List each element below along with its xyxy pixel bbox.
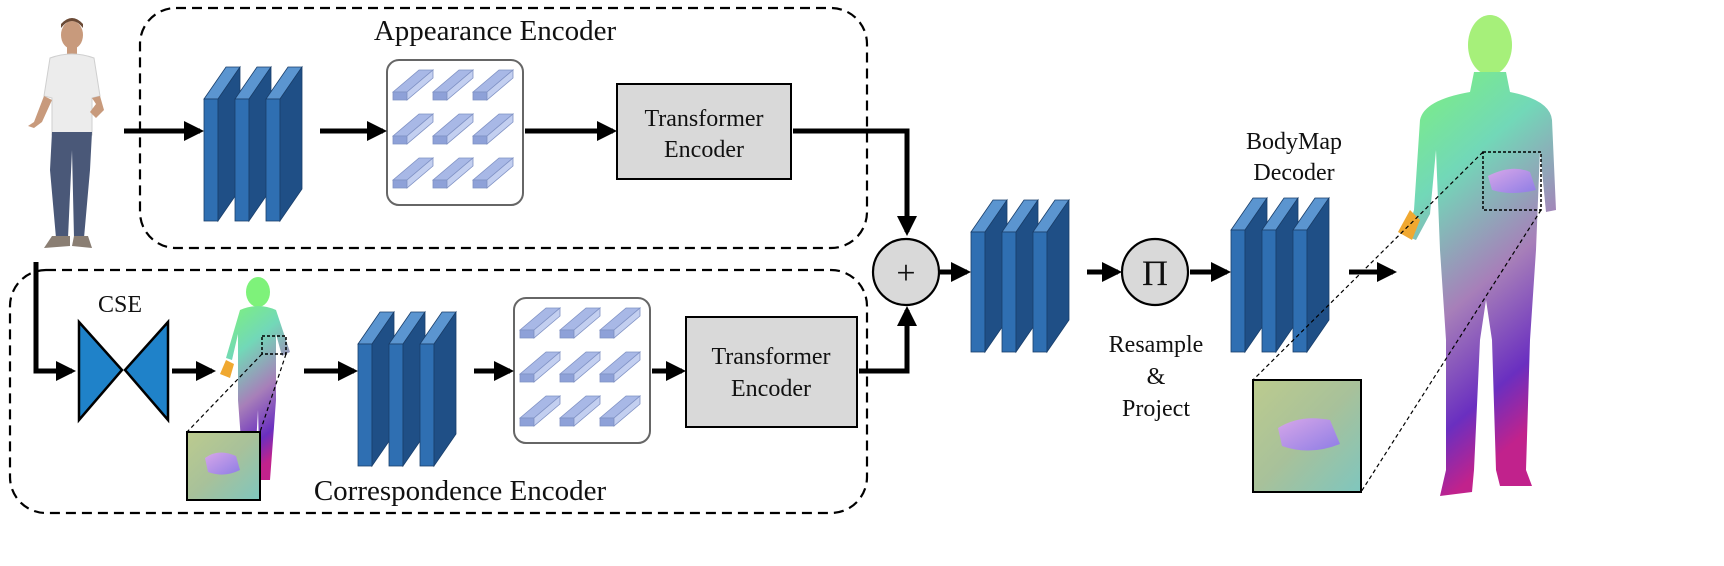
conv-layer-slab — [1292, 196, 1330, 354]
appearance-encoder-region — [138, 6, 869, 250]
patch-token — [431, 113, 475, 145]
correspondence-transformer-box — [685, 316, 858, 428]
appearance-transformer-label-line2: Encoder — [664, 137, 744, 163]
appearance-transformer-label-line1: Transformer — [644, 106, 763, 132]
appearance-conv-blocks — [203, 65, 303, 223]
decoder-title-line1: BodyMap — [1246, 129, 1342, 155]
resample-label-line1: Resample — [1109, 332, 1204, 358]
patch-token — [518, 351, 562, 383]
person-photo-icon — [28, 18, 104, 248]
correspondence-encoder-region — [8, 268, 869, 515]
colored-body-output-icon — [1252, 15, 1556, 496]
cse-zoom-inset — [186, 431, 261, 501]
appearance-transformer-box — [616, 83, 792, 180]
decoder-title-line2: Decoder — [1253, 160, 1334, 186]
conv-layer-slab — [234, 65, 272, 223]
appearance-patch-grid — [386, 59, 524, 206]
patch-token — [598, 307, 642, 339]
correspondence-transformer-label-line1: Transformer — [711, 344, 830, 370]
patch-token — [558, 307, 602, 339]
conv-layer-slab — [419, 310, 457, 468]
patch-token — [431, 157, 475, 189]
correspondence-transformer-label-line2: Encoder — [731, 376, 811, 402]
patch-token — [431, 69, 475, 101]
correspondence-patch-grid — [513, 297, 651, 444]
resample-operator-symbol: Π — [1142, 253, 1168, 293]
conv-layer-slab — [1032, 198, 1070, 354]
correspondence-patch-tokens — [518, 307, 642, 427]
patch-token — [598, 395, 642, 427]
patch-token — [391, 157, 435, 189]
appearance-patch-tokens — [391, 69, 515, 189]
patch-token — [391, 69, 435, 101]
fusion-conv-blocks — [970, 198, 1070, 354]
decoder-conv-blocks — [1230, 196, 1330, 354]
output-zoom-inset — [1252, 379, 1362, 493]
correspondence-encoder-title: Correspondence Encoder — [314, 475, 607, 507]
sum-operator — [871, 237, 941, 307]
correspondence-conv-blocks — [357, 310, 457, 468]
correspondence-arrows — [33, 262, 917, 381]
conv-layer-slab — [203, 65, 241, 223]
resample-label-line3: Project — [1122, 396, 1190, 422]
patch-token — [598, 351, 642, 383]
cse-network-icon — [77, 318, 170, 424]
resample-operator — [1120, 237, 1190, 307]
patch-token — [391, 113, 435, 145]
patch-token — [558, 395, 602, 427]
patch-token — [471, 113, 515, 145]
cse-label: CSE — [98, 292, 142, 318]
appearance-encoder-title: Appearance Encoder — [374, 15, 617, 47]
patch-token — [518, 395, 562, 427]
conv-layer-slab — [1230, 196, 1268, 354]
appearance-arrows — [124, 121, 917, 236]
conv-layer-slab — [1001, 198, 1039, 354]
conv-layer-slab — [1261, 196, 1299, 354]
patch-token — [518, 307, 562, 339]
conv-layer-slab — [265, 65, 303, 223]
conv-layer-slab — [357, 310, 395, 468]
patch-token — [471, 69, 515, 101]
patch-token — [471, 157, 515, 189]
patch-token — [558, 351, 602, 383]
resample-label-line2: & — [1147, 364, 1166, 390]
conv-layer-slab — [970, 198, 1008, 354]
sum-operator-symbol: + — [896, 255, 915, 292]
